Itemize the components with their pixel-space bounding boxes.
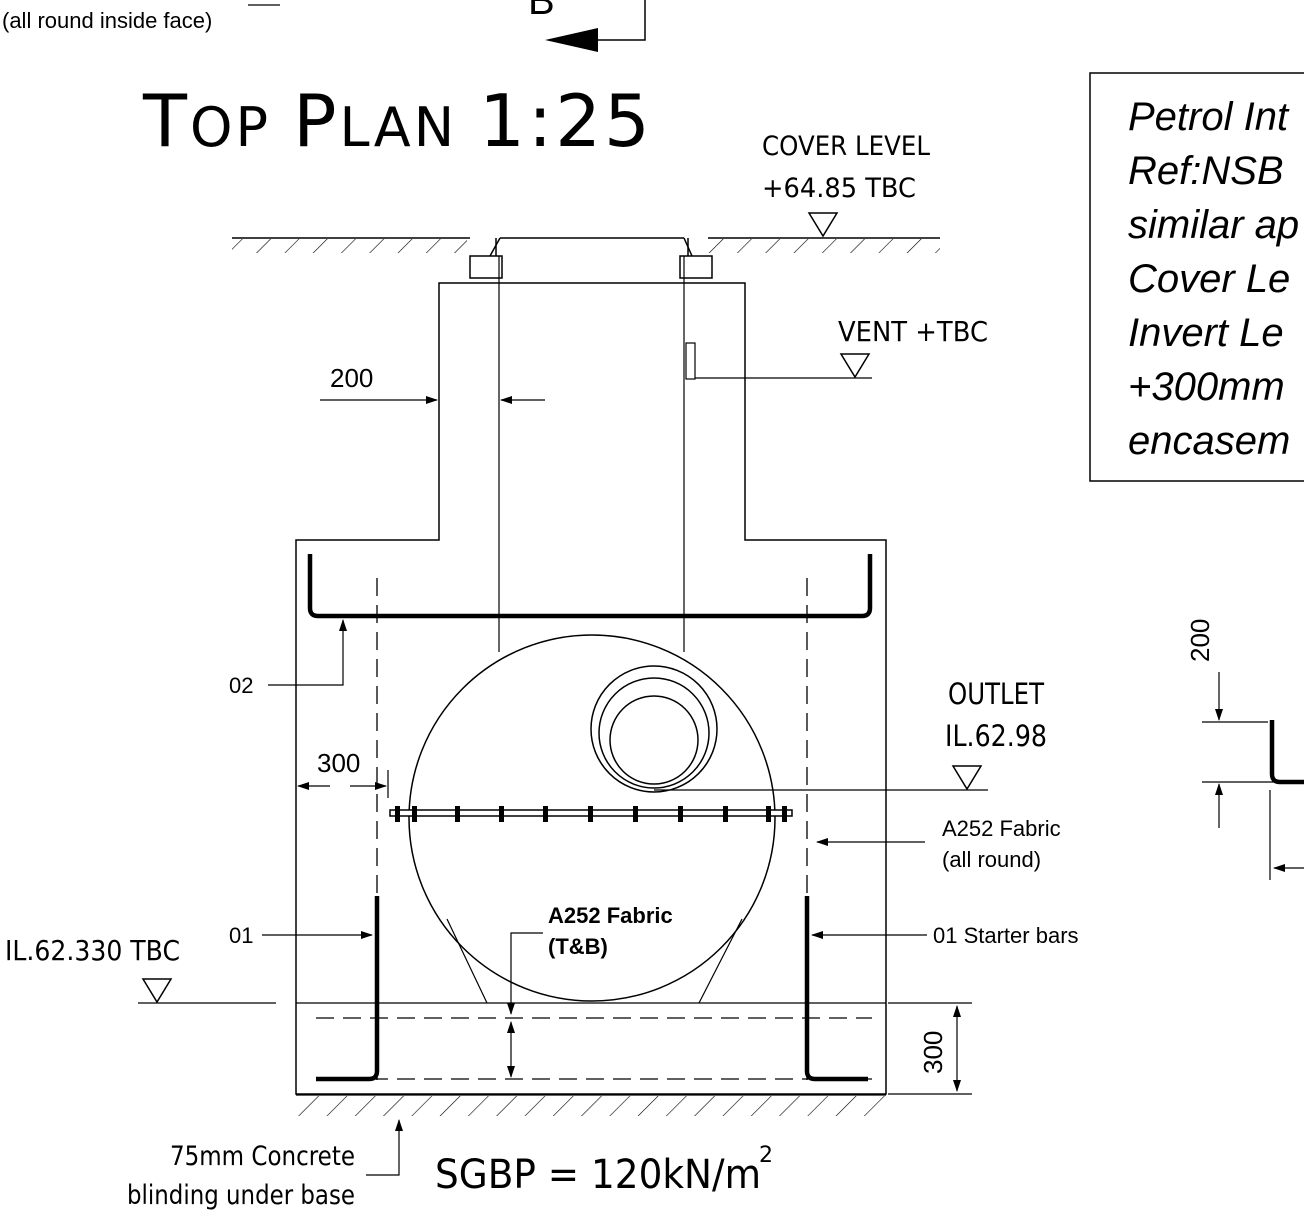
blinding-line-2: blinding under base — [127, 1180, 355, 1211]
title-letter-p: P — [293, 79, 339, 163]
note-line-4: Cover Le — [1128, 257, 1290, 301]
blinding-line-1: 75mm Concrete — [170, 1141, 355, 1172]
title-fragment-lan: LAN — [339, 96, 457, 159]
tank-strap-bar — [389, 806, 793, 822]
cover-level-value: +64.85 TBC — [762, 173, 916, 204]
section-marker-letter: B — [528, 0, 555, 23]
outlet-invert-level: IL.62.98 — [945, 719, 1047, 753]
right-detail-fragment — [1202, 672, 1304, 880]
title-scale: 1:25 — [479, 79, 653, 163]
label-starter-left: 01 — [229, 923, 253, 948]
label-top-bar-02: 02 — [229, 673, 253, 698]
note-line-3: similar ap — [1128, 203, 1299, 247]
corner-note: (all round inside face) — [2, 8, 212, 33]
vent-level-triangle — [839, 353, 871, 379]
outlet-label: OUTLET — [948, 677, 1044, 711]
fabric-base-label-2: (T&B) — [548, 934, 608, 959]
ground-line — [232, 237, 940, 253]
manhole-cover-frame — [469, 237, 713, 279]
note-line-1: Petrol Int — [1128, 95, 1290, 139]
cover-level-triangle — [807, 212, 839, 238]
leader-blinding — [366, 1119, 403, 1176]
title-letter-t: T — [142, 79, 190, 163]
top-bar-02 — [307, 554, 873, 619]
vent-level-label: VENT +TBC — [838, 315, 988, 348]
note-line-2: Ref:NSB — [1128, 149, 1284, 193]
fabric-side-label-2: (all round) — [942, 847, 1041, 872]
note-line-5: Invert Le — [1128, 311, 1284, 355]
cover-level-label: COVER LEVEL — [762, 131, 930, 162]
invert-level-triangle — [141, 978, 173, 1004]
page-title: TOP PLAN 1:25 — [142, 79, 653, 163]
right-detail-bar — [1269, 720, 1304, 785]
tank-shell — [408, 634, 776, 1002]
vent-pipe — [685, 342, 696, 380]
tank-support-left — [446, 918, 488, 1004]
starter-bar-right — [804, 896, 868, 1082]
note-line-6: +300mm — [1128, 365, 1285, 409]
dim-wall-thickness: 200 — [330, 363, 373, 393]
leader-fabric-base — [507, 932, 543, 1015]
note-box — [1089, 72, 1304, 482]
bearing-superscript: 2 — [759, 1143, 773, 1168]
a252-fabric-mesh — [316, 578, 872, 1080]
label-starter-right: 01 Starter bars — [933, 923, 1079, 948]
outlet-level-triangle — [951, 765, 983, 791]
outlet-pipe — [590, 665, 718, 793]
concrete-surround-outline — [295, 282, 887, 1095]
dim-base-depth: 300 — [918, 1031, 948, 1074]
note-line-7: encasem — [1128, 419, 1290, 463]
invert-level-label: IL.62.330 TBC — [5, 934, 180, 967]
dim-side-cover: 300 — [317, 748, 360, 778]
section-marker-arrow — [545, 0, 646, 52]
blinding-layer — [296, 1094, 886, 1116]
title-fragment-op: OP — [190, 96, 271, 159]
fabric-side-label-1: A252 Fabric — [942, 816, 1061, 841]
fabric-base-label-1: A252 Fabric — [548, 903, 673, 928]
starter-bar-left — [316, 896, 380, 1082]
bearing-pressure: SGBP = 120kN/m — [435, 1152, 761, 1198]
leader-02 — [268, 619, 347, 686]
right-detail-dim: 200 — [1185, 619, 1215, 662]
